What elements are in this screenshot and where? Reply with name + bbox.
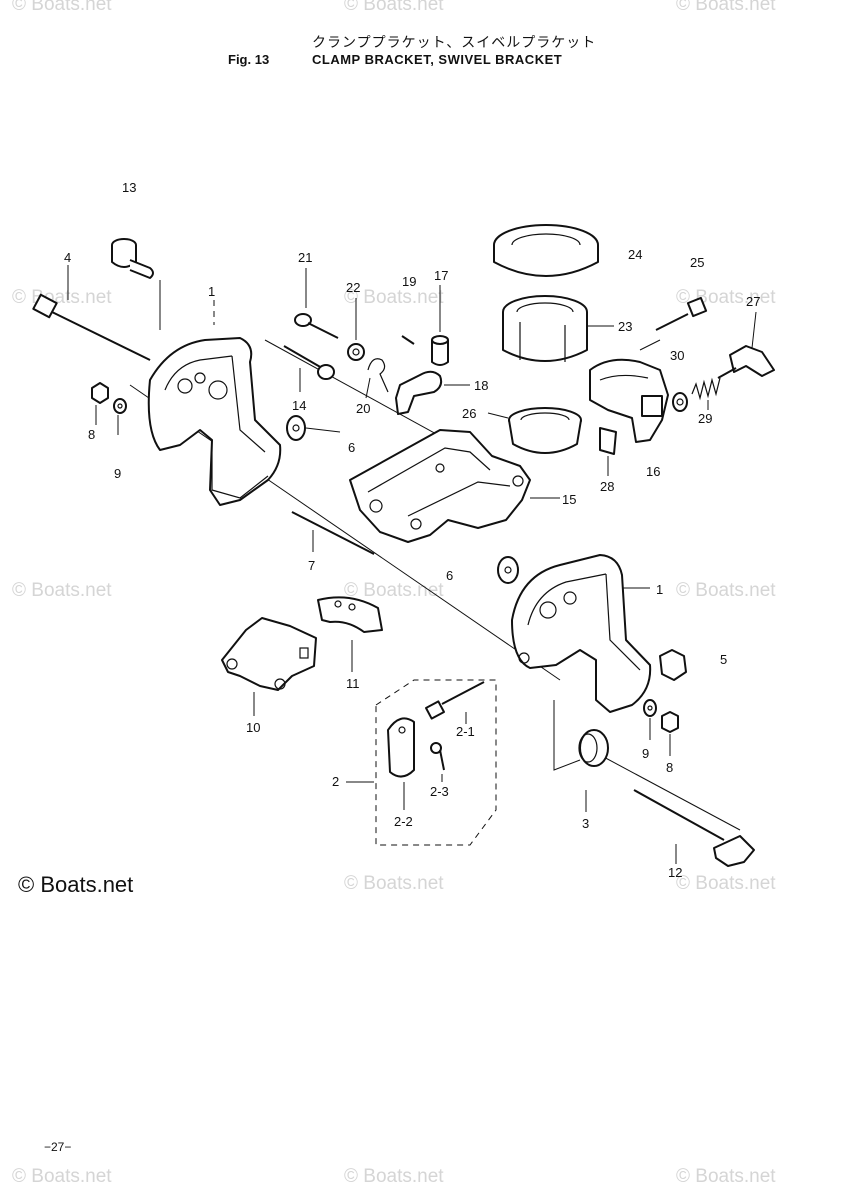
part-27-knob bbox=[717, 345, 775, 379]
watermark: © Boats.net bbox=[12, 0, 112, 15]
callout-5: 5 bbox=[720, 652, 727, 667]
watermark: © Boats.net bbox=[12, 1166, 112, 1187]
part-25-bolt bbox=[655, 296, 708, 331]
part-13-bushing bbox=[111, 238, 154, 279]
callout-30: 30 bbox=[670, 348, 684, 363]
callout-2-1: 2-1 bbox=[456, 724, 475, 739]
callout-24: 24 bbox=[628, 247, 642, 262]
part-15-swivel-bracket bbox=[349, 429, 531, 543]
part-21-bolt bbox=[294, 313, 339, 339]
watermark: © Boats.net bbox=[344, 287, 444, 308]
part-2-1-bolt bbox=[425, 681, 485, 720]
callout-11: 11 bbox=[346, 676, 360, 691]
callout-1-lower: 1 bbox=[656, 582, 663, 597]
callout-6-lower: 6 bbox=[446, 568, 453, 583]
part-10-bracket bbox=[221, 617, 317, 691]
callout-20: 20 bbox=[356, 401, 370, 416]
watermark: © Boats.net bbox=[344, 580, 444, 601]
watermark: © Boats.net bbox=[676, 1166, 776, 1187]
callout-7: 7 bbox=[308, 558, 315, 573]
part-2-3-pin bbox=[430, 742, 445, 771]
callout-14: 14 bbox=[292, 398, 306, 413]
callout-16: 16 bbox=[646, 464, 660, 479]
part-28-clip bbox=[599, 427, 617, 455]
callout-6: 6 bbox=[348, 440, 355, 455]
callout-23: 23 bbox=[618, 319, 632, 334]
page-number: −27− bbox=[44, 1140, 72, 1154]
part-6-washer-upper bbox=[286, 415, 306, 441]
callout-27: 27 bbox=[746, 294, 760, 309]
callout-2-2: 2-2 bbox=[394, 814, 413, 829]
callout-18: 18 bbox=[474, 378, 488, 393]
callout-10: 10 bbox=[246, 720, 260, 735]
callout-21: 21 bbox=[298, 250, 312, 265]
part-22-washer bbox=[347, 343, 365, 361]
title-japanese: クランププラケット、スイベルプラケット bbox=[312, 35, 597, 51]
callout-9: 9 bbox=[114, 466, 121, 481]
callout-29: 29 bbox=[698, 411, 712, 426]
figure-number: Fig. 13 bbox=[228, 52, 270, 67]
callout-22: 22 bbox=[346, 280, 360, 295]
title-english: CLAMP BRACKET, SWIVEL BRACKET bbox=[312, 52, 563, 67]
callout-25: 25 bbox=[690, 255, 704, 270]
callout-8: 8 bbox=[88, 427, 95, 442]
callout-28: 28 bbox=[600, 479, 614, 494]
part-6-washer-lower bbox=[497, 556, 519, 584]
callout-26: 26 bbox=[462, 406, 476, 421]
callout-2-3: 2-3 bbox=[430, 784, 449, 799]
part-2-2-block bbox=[387, 717, 415, 778]
callout-2: 2 bbox=[332, 774, 339, 789]
axis-line bbox=[599, 754, 741, 831]
part-9-washer-left bbox=[113, 398, 127, 414]
part-17-collar bbox=[431, 335, 449, 366]
callout-13: 13 bbox=[122, 180, 136, 195]
watermark: © Boats.net bbox=[676, 873, 776, 894]
callout-4: 4 bbox=[64, 250, 71, 265]
part-20-spring bbox=[367, 358, 389, 393]
part-26-bushing bbox=[508, 407, 582, 454]
part-18-tilt-lever bbox=[395, 370, 443, 415]
part-2-assembly-group bbox=[375, 679, 497, 846]
part-30-washer bbox=[672, 392, 688, 412]
part-11-bracket bbox=[317, 596, 383, 633]
part-1-clamp-bracket-right bbox=[511, 554, 652, 713]
callout-15: 15 bbox=[562, 492, 576, 507]
part-29-spring bbox=[691, 377, 721, 401]
watermark: © Boats.net bbox=[344, 873, 444, 894]
watermark: © Boats.net bbox=[12, 580, 112, 601]
callout-9-right: 9 bbox=[642, 746, 649, 761]
callout-3: 3 bbox=[582, 816, 589, 831]
part-4-bolt bbox=[32, 293, 151, 361]
watermark: © Boats.net bbox=[676, 0, 776, 15]
callout-12: 12 bbox=[668, 865, 682, 880]
watermark: © Boats.net bbox=[676, 580, 776, 601]
part-5-nut bbox=[659, 649, 687, 681]
callout-19: 19 bbox=[402, 274, 416, 289]
part-12-rod bbox=[633, 789, 755, 867]
part-7-shaft bbox=[291, 511, 375, 555]
part-16-stopper-bracket bbox=[589, 358, 669, 443]
part-1-clamp-bracket-left bbox=[147, 337, 282, 506]
part-3-disc bbox=[578, 729, 609, 767]
watermark: © Boats.net bbox=[344, 1166, 444, 1187]
axis-line bbox=[129, 384, 561, 681]
part-24-ring bbox=[493, 224, 599, 277]
callout-17: 17 bbox=[434, 268, 448, 283]
page-header: クランププラケット、スイベルプラケット Fig. 13 CLAMP BRACKE… bbox=[0, 0, 850, 80]
part-8-nut-right bbox=[661, 711, 679, 733]
part-19-pin bbox=[401, 335, 415, 345]
watermark: © Boats.net bbox=[344, 0, 444, 15]
part-23-bushing bbox=[502, 295, 588, 362]
part-9-washer-right bbox=[643, 699, 657, 717]
callout-1: 1 bbox=[208, 284, 215, 299]
watermark-dark: © Boats.net bbox=[18, 872, 134, 897]
part-8-nut-left bbox=[91, 382, 109, 404]
part-14-pin bbox=[283, 345, 335, 380]
callout-8-right: 8 bbox=[666, 760, 673, 775]
